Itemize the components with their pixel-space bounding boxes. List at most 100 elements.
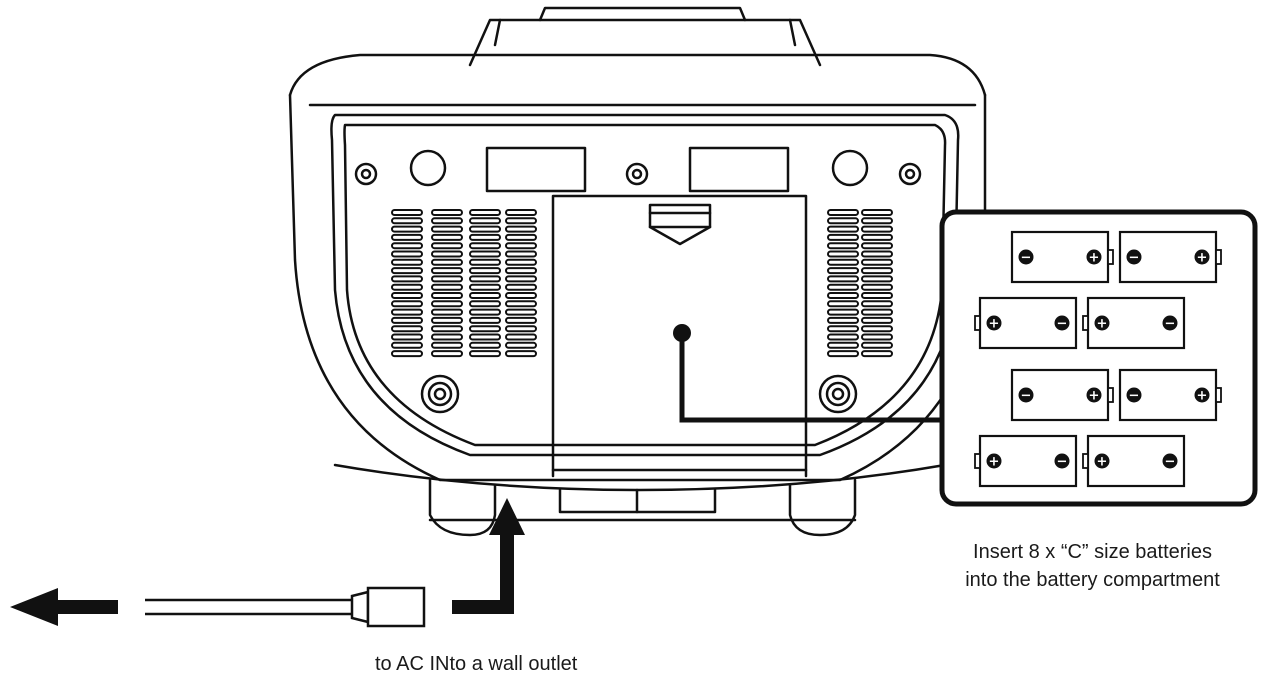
grille-slot [505, 350, 537, 358]
minus-symbol: − [1021, 251, 1032, 266]
grille-slot [505, 267, 537, 275]
grille-slot [469, 316, 501, 324]
grille-slot [861, 233, 893, 241]
battery-icon: −+ [1010, 230, 1114, 284]
grille-slot [431, 308, 463, 316]
grille-slot [505, 242, 537, 250]
battery-list: −+−++−+−−+−++−+− [974, 230, 1222, 488]
grille-slot [391, 275, 423, 283]
grille-slot [469, 350, 501, 358]
battery-icon: +− [974, 296, 1078, 350]
grille-slot [861, 292, 893, 299]
battery-caption-line-1: Insert 8 x “C” size batteries [973, 541, 1212, 563]
top-screws [354, 162, 922, 186]
minus-symbol: − [1165, 317, 1176, 332]
grille-slot [391, 242, 423, 250]
bottom-screws [420, 374, 858, 414]
grille-slot [469, 217, 501, 225]
grille-slot [827, 217, 859, 225]
grille-slot [431, 300, 463, 308]
grille-slot [827, 267, 859, 275]
label-plates [485, 146, 790, 193]
grille-slot [391, 350, 423, 358]
grille-slot [431, 242, 463, 250]
grille-slot [861, 209, 893, 216]
grille-slot [505, 300, 537, 308]
grille-slot [469, 333, 501, 341]
grille-slot [827, 233, 859, 241]
grille-slot [431, 267, 463, 275]
grille-slot [827, 308, 859, 316]
grille-slot [391, 250, 423, 258]
grille-slot [505, 308, 537, 316]
grille-slot [431, 333, 463, 341]
plus-symbol: + [1197, 251, 1208, 266]
grille-slot [827, 225, 859, 233]
grille-slot [431, 209, 463, 216]
grille-slot [391, 333, 423, 341]
arrow-left-icon [10, 588, 118, 626]
minus-symbol: − [1021, 389, 1032, 404]
grille-slot [505, 233, 537, 241]
grille-slot [391, 217, 423, 225]
grille-slot [391, 325, 423, 333]
plus-symbol: + [989, 455, 1000, 470]
grille-slot [861, 316, 893, 324]
grille-slot [827, 283, 859, 291]
grille-slot [469, 250, 501, 258]
grille-slot [505, 325, 537, 333]
grille-slot [827, 350, 859, 358]
battery-icon: +− [974, 434, 1078, 488]
grille-slot [861, 283, 893, 291]
minus-symbol: − [1165, 455, 1176, 470]
grille-slot [469, 242, 501, 250]
plus-symbol: + [989, 317, 1000, 332]
plus-symbol: + [1089, 251, 1100, 266]
battery-instruction-caption: Insert 8 x “C” size batteries into the b… [920, 538, 1265, 594]
grille-slot [827, 250, 859, 258]
top-handle [468, 6, 822, 67]
grille-slot [431, 250, 463, 258]
grille-slot [861, 242, 893, 250]
grille-slot [431, 316, 463, 324]
grille-slot [469, 308, 501, 316]
grille-slot [469, 300, 501, 308]
battery-icon: −+ [1010, 368, 1114, 422]
speaker-grille-right [827, 209, 893, 358]
plus-symbol: + [1089, 389, 1100, 404]
grille-slot [827, 258, 859, 266]
grille-slot [469, 275, 501, 283]
plus-symbol: + [1097, 455, 1108, 470]
minus-symbol: − [1129, 389, 1140, 404]
speaker-grille-left [391, 209, 537, 358]
grille-slot [505, 209, 537, 216]
grille-slot [861, 217, 893, 225]
grille-slot [827, 333, 859, 341]
grille-slot [827, 325, 859, 333]
grille-slot [431, 217, 463, 225]
grille-slot [827, 209, 859, 216]
ac-power-cord [10, 498, 525, 628]
grille-slot [469, 209, 501, 216]
grille-slot [391, 308, 423, 316]
grille-slot [861, 333, 893, 341]
grille-slot [469, 341, 501, 349]
battery-icon: −+ [1118, 368, 1222, 422]
grille-slot [861, 225, 893, 233]
grille-slot [861, 275, 893, 283]
minus-symbol: − [1057, 455, 1068, 470]
grille-slot [861, 350, 893, 358]
grille-slot [861, 308, 893, 316]
grille-slot [505, 316, 537, 324]
grille-slot [431, 225, 463, 233]
grille-slot [861, 258, 893, 266]
grille-slot [431, 233, 463, 241]
grille-slot [469, 283, 501, 291]
grille-slot [861, 341, 893, 349]
grille-slot [391, 258, 423, 266]
grille-slot [431, 341, 463, 349]
grille-slot [505, 333, 537, 341]
arrow-up-icon [452, 498, 525, 614]
grille-slot [391, 209, 423, 216]
rear-panel [330, 113, 960, 492]
